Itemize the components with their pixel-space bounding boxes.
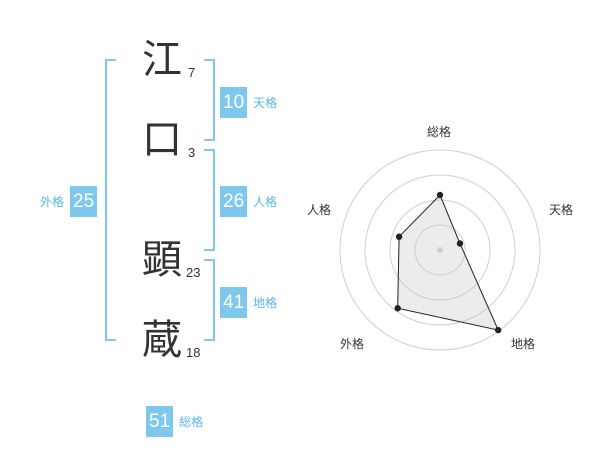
- name-char-3: 顕: [142, 237, 182, 283]
- stroke-count-4: 18: [186, 345, 201, 360]
- tenkaku-value: 10: [220, 87, 248, 118]
- radar-grid-ring: [389, 199, 491, 301]
- radar-point-3: [394, 305, 401, 312]
- radar-point-0: [436, 191, 444, 199]
- radar-axis-label-chikaku: 地格: [511, 337, 536, 351]
- radar-grid-ring: [364, 174, 516, 326]
- jinkaku-label: 人格: [253, 195, 278, 209]
- radar-grid-ring: [414, 224, 466, 276]
- radar-axis-label-tenkaku: 天格: [549, 203, 574, 217]
- radar-point-4: [395, 233, 403, 240]
- chikaku-badge: 41 地格: [220, 287, 277, 318]
- radar-value-polygon: [397, 194, 500, 331]
- radar-axis-label-jinkaku: 人格: [307, 203, 332, 217]
- radar-grid-ring: [339, 149, 541, 351]
- radar-point-1: [456, 240, 464, 247]
- stroke-count-1: 7: [188, 65, 196, 80]
- soukaku-badge: 51 総格: [146, 406, 203, 437]
- stroke-count-2: 3: [188, 145, 196, 160]
- radar-chart: 総格 天格 地格 外格 人格: [307, 110, 580, 360]
- jinkaku-value: 26: [220, 186, 248, 217]
- chikaku-label: 地格: [253, 296, 278, 310]
- radar-axis-label-gaikaku: 外格: [340, 337, 365, 351]
- name-char-1: 江: [142, 37, 182, 83]
- soukaku-value: 51: [146, 406, 174, 437]
- radar-svg: [339, 149, 541, 351]
- radar-point-2: [494, 326, 502, 334]
- name-char-4: 蔵: [142, 317, 182, 363]
- name-char-2: 口: [142, 117, 182, 163]
- chikaku-value: 41: [220, 287, 248, 318]
- gaikaku-value: 25: [70, 186, 98, 217]
- gaikaku-label: 外格: [40, 195, 65, 209]
- radar-axis-label-soukaku: 総格: [427, 125, 452, 139]
- stroke-count-3: 23: [186, 265, 201, 280]
- radar-center-dot: [437, 247, 443, 253]
- tenkaku-badge: 10 天格: [220, 87, 277, 118]
- jinkaku-badge: 26 人格: [220, 186, 277, 217]
- gaikaku-badge: 外格 25: [40, 186, 98, 217]
- tenkaku-label: 天格: [253, 96, 278, 110]
- soukaku-label: 総格: [179, 415, 204, 429]
